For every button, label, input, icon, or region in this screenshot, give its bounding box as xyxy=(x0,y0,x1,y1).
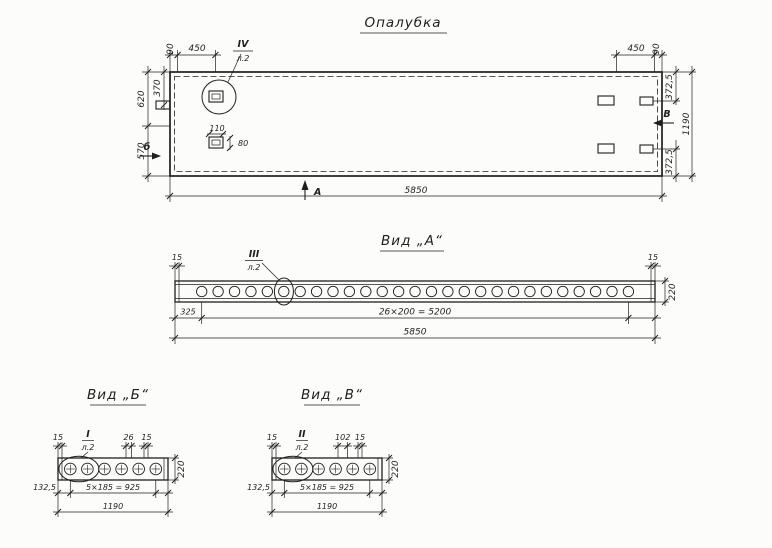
clip-top xyxy=(208,90,224,103)
detail-mark-i: I xyxy=(86,429,90,440)
right-edge-latch-top xyxy=(639,96,654,106)
view-v-title: Вид „В“ xyxy=(301,387,363,403)
detail-sheet-i: л.2 xyxy=(81,443,95,452)
dim-plan-620: 620 xyxy=(137,90,147,107)
dim-v-220: 220 xyxy=(391,460,401,477)
section-arrow-v xyxy=(653,119,662,127)
dim-a-325: 325 xyxy=(180,308,195,317)
dim-v-1190: 1190 xyxy=(317,502,337,511)
detail-circle-iv xyxy=(201,79,237,115)
view-v: Вид „В“ II л.2 15 102 15 220 132 xyxy=(247,387,401,517)
dim-b-15-left: 15 xyxy=(53,433,63,442)
view-v-bar xyxy=(271,457,383,481)
view-arrow-label-a: А xyxy=(313,187,321,198)
dim-b-1190: 1190 xyxy=(103,502,123,511)
detail-mark-iv: IV xyxy=(238,39,250,50)
hole-pattern xyxy=(64,285,635,476)
dim-plan-right-top: 372,5 xyxy=(665,74,675,100)
section-label-b: б xyxy=(144,142,151,153)
dim-plan-1190: 1190 xyxy=(682,112,692,135)
dim-b-holes: 5×185 = 925 xyxy=(86,483,140,492)
detail-mark-iii: III xyxy=(249,249,260,260)
detail-sheet-iv: л.2 xyxy=(236,54,250,63)
dim-b-26: 26 xyxy=(123,433,133,442)
dim-b-220: 220 xyxy=(177,460,187,477)
dim-a-holes: 26×200 = 5200 xyxy=(379,308,452,318)
detail-sheet-iii: л.2 xyxy=(247,263,261,272)
dim-plan-left-end: 90 xyxy=(166,43,176,55)
detail-sheet-ii: л.2 xyxy=(295,443,309,452)
drawing-title: Опалубка xyxy=(364,15,441,31)
dim-a-15-left: 15 xyxy=(172,253,182,262)
view-a: Вид „А“ III л.2 15 15 325 26×200 = 5200 … xyxy=(169,233,678,344)
section-label-v: В xyxy=(663,109,670,120)
dim-plan-80: 80 xyxy=(238,139,248,148)
dim-plan-right-end: 90 xyxy=(652,43,662,55)
dim-b-132: 132,5 xyxy=(33,483,56,492)
dim-a-15-right: 15 xyxy=(648,253,658,262)
dim-v-holes: 5×185 = 925 xyxy=(300,483,354,492)
detail-ellipse-iii xyxy=(273,277,294,306)
dim-plan-370: 370 xyxy=(153,79,163,96)
panel-inner-edge xyxy=(174,76,658,172)
dim-plan-570: 570 xyxy=(137,142,147,159)
left-latch xyxy=(155,100,171,110)
dim-b-15-right: 15 xyxy=(141,433,151,442)
dim-plan-right-450: 450 xyxy=(627,44,644,54)
right-clip-top xyxy=(597,95,615,106)
dim-plan-5850: 5850 xyxy=(405,186,428,196)
dim-plan-left-450: 450 xyxy=(188,44,205,54)
detail-mark-ii: II xyxy=(298,429,306,440)
view-b-bar xyxy=(57,457,169,481)
dim-v-132: 132,5 xyxy=(247,483,270,492)
plan-view: IV л.2 90 450 450 90 620 570 370 110 80 … xyxy=(137,39,696,202)
view-arrow-a-head xyxy=(301,180,309,190)
view-a-bar xyxy=(174,280,656,303)
dim-plan-110: 110 xyxy=(209,124,224,133)
right-clip-bottom xyxy=(597,143,615,154)
clip-bottom xyxy=(208,136,224,149)
section-arrow-b xyxy=(152,152,161,160)
formwork-panel xyxy=(169,71,663,177)
view-b: Вид „Б“ I л.2 15 26 15 220 132,5 xyxy=(33,387,187,517)
dim-v-102: 102 xyxy=(335,433,350,442)
dim-plan-right-bottom: 372,5 xyxy=(665,149,675,175)
dim-a-220: 220 xyxy=(668,283,678,300)
dim-v-15-right: 15 xyxy=(355,433,365,442)
dim-v-15-left: 15 xyxy=(267,433,277,442)
right-edge-latch-bottom xyxy=(639,144,654,154)
view-a-title: Вид „А“ xyxy=(381,233,443,249)
dim-a-5850: 5850 xyxy=(404,328,427,338)
view-b-title: Вид „Б“ xyxy=(87,387,149,403)
dimension-ticks xyxy=(54,51,696,516)
